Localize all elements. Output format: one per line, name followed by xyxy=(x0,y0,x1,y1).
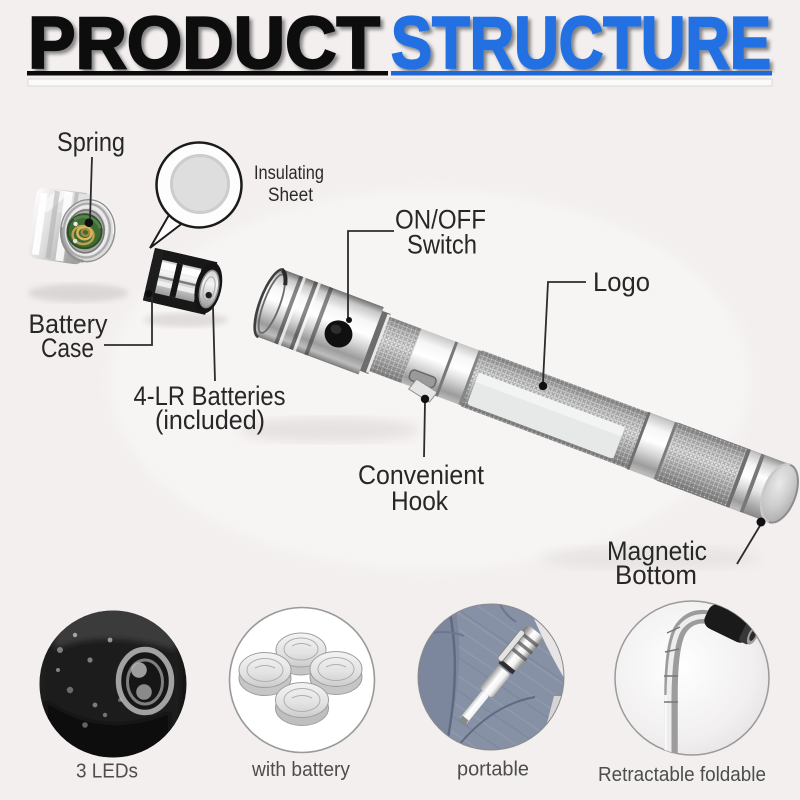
svg-text:Sheet: Sheet xyxy=(268,185,314,206)
svg-text:Battery: Battery xyxy=(29,309,108,339)
svg-text:Case: Case xyxy=(41,333,94,363)
svg-text:Switch: Switch xyxy=(407,230,477,260)
svg-text:with battery: with battery xyxy=(251,759,350,781)
svg-text:Hook: Hook xyxy=(391,486,448,516)
svg-text:portable: portable xyxy=(457,759,529,781)
svg-text:Logo: Logo xyxy=(593,267,650,297)
svg-text:Magnetic: Magnetic xyxy=(607,536,707,566)
svg-text:Spring: Spring xyxy=(57,127,125,157)
svg-text:Bottom: Bottom xyxy=(615,560,697,590)
svg-text:(included): (included) xyxy=(155,405,265,435)
svg-text:4-LR Batteries: 4-LR Batteries xyxy=(134,381,286,411)
svg-text:Convenient: Convenient xyxy=(358,460,484,490)
svg-text:3 LEDs: 3 LEDs xyxy=(76,761,138,783)
svg-text:ON/OFF: ON/OFF xyxy=(395,205,486,235)
svg-text:Insulating: Insulating xyxy=(254,163,324,184)
svg-text:Retractable foldable: Retractable foldable xyxy=(598,764,766,786)
